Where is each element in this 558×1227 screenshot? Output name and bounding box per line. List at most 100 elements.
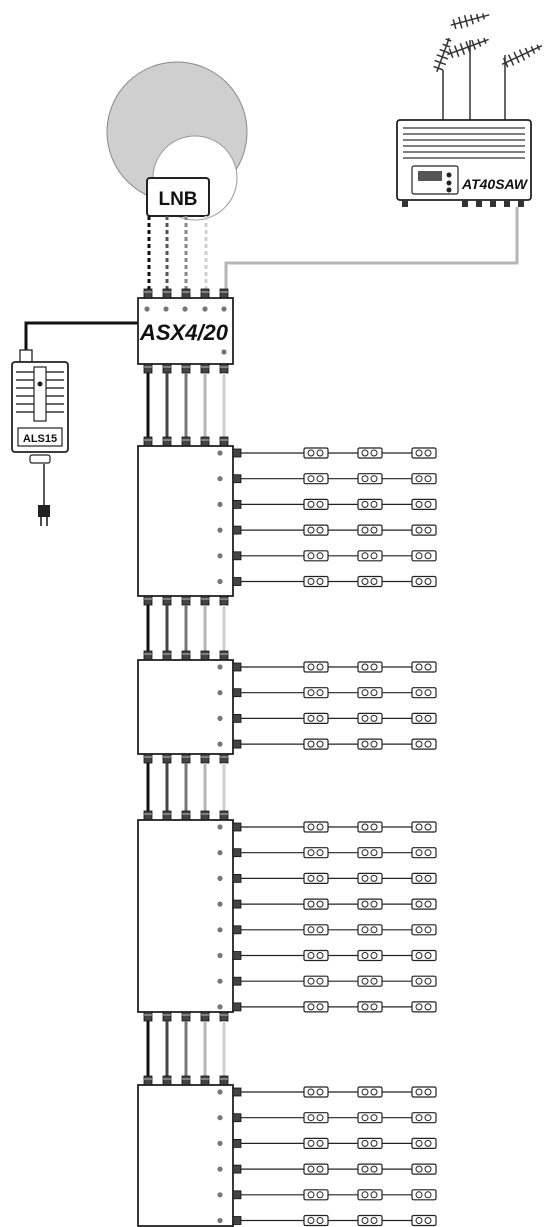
status-dot	[217, 501, 223, 507]
outlet-port	[415, 1088, 423, 1096]
at40saw-label: AT40SAW	[461, 176, 529, 192]
outlet-port	[424, 926, 432, 934]
als15-label: ALS15	[23, 433, 57, 445]
outlet-port	[361, 900, 369, 908]
status-dot	[217, 1192, 223, 1198]
outlet-port	[415, 500, 423, 508]
outlet-port	[361, 1217, 369, 1224]
outlet-port	[316, 977, 324, 985]
power-cable	[24, 321, 138, 355]
outlet-port	[415, 1165, 423, 1173]
outlet-port	[361, 849, 369, 857]
outlet-port	[307, 1139, 315, 1147]
unit-input-connector	[219, 436, 229, 447]
outlet-port	[307, 900, 315, 908]
status-dot	[217, 690, 223, 696]
output-connector	[232, 577, 242, 586]
outlet-port	[424, 689, 432, 697]
outlet-port	[307, 1114, 315, 1122]
multiswitch-unit	[137, 819, 234, 1013]
unit-output-connector	[162, 595, 172, 606]
outlet-port	[361, 475, 369, 483]
output-connector	[232, 925, 242, 935]
asx-output-connector	[181, 363, 191, 374]
status-dot	[217, 527, 223, 533]
unit-input-connector	[200, 436, 210, 447]
status-dot	[217, 450, 223, 456]
status-dot	[217, 927, 223, 933]
outlet-port	[307, 663, 315, 671]
outlet-port	[307, 449, 315, 457]
outlet-port	[370, 952, 378, 959]
outlet-port	[307, 689, 315, 697]
output-connector	[232, 525, 242, 535]
output-connector	[232, 1164, 242, 1174]
outlet-port	[415, 663, 423, 671]
outlet-port	[370, 526, 378, 534]
outlet-port	[361, 740, 369, 748]
outlet-port	[415, 874, 423, 882]
outlet-port	[316, 874, 324, 882]
outlet-port	[307, 1191, 315, 1199]
outlet-port	[316, 663, 324, 671]
outlet-port	[424, 1114, 432, 1122]
outlet-port	[316, 1217, 324, 1224]
outlet-port	[424, 552, 432, 560]
status-dot	[217, 901, 223, 907]
asx-input-connector	[219, 288, 229, 299]
outlet-port	[424, 1191, 432, 1199]
output-connector	[232, 474, 242, 484]
outlet-port	[307, 475, 315, 483]
outlet-port	[361, 552, 369, 560]
outlet-port	[316, 1165, 324, 1173]
status-dot	[217, 1115, 223, 1121]
outlet-port	[415, 689, 423, 697]
unit-output-connector	[162, 1011, 172, 1022]
outlet-port	[361, 449, 369, 457]
outlet-port	[370, 977, 378, 985]
unit-output-connector	[143, 595, 153, 606]
outlet-port	[316, 900, 324, 908]
outlet-port	[415, 578, 423, 585]
outlet-port	[316, 1088, 324, 1096]
outlet-port	[361, 663, 369, 671]
asx4-20-switch: ASX4/20	[137, 297, 234, 365]
unit-input-connector	[181, 1075, 191, 1086]
outlet-port	[361, 952, 369, 959]
outlet-port	[307, 714, 315, 722]
status-dot	[217, 824, 223, 830]
unit-input-connector	[181, 436, 191, 447]
unit-input-connector	[181, 810, 191, 821]
outlet-port	[424, 663, 432, 671]
outlet-port	[361, 1139, 369, 1147]
outlet-port	[415, 900, 423, 908]
asx4-20-label: ASX4/20	[139, 320, 229, 345]
outlet-port	[316, 1139, 324, 1147]
status-dot	[217, 1166, 223, 1172]
outlet-port	[370, 1003, 378, 1011]
outlet-port	[415, 552, 423, 560]
outlet-port	[424, 1217, 432, 1224]
outlet-port	[316, 578, 324, 585]
outlet-port	[415, 526, 423, 534]
outlet-port	[415, 1003, 423, 1011]
unit-input-connector	[200, 1075, 210, 1086]
power-plug-icon	[38, 464, 50, 526]
outlet-port	[370, 689, 378, 697]
cascade-group	[137, 288, 437, 1227]
outlet-port	[316, 714, 324, 722]
outlet-port	[415, 740, 423, 748]
outlet-port	[370, 849, 378, 857]
asx-output-connector	[219, 363, 229, 374]
outlet-port	[316, 552, 324, 560]
outlet-port	[307, 874, 315, 882]
status-dot	[217, 1089, 223, 1095]
outlet-port	[361, 1165, 369, 1173]
outlet-port	[361, 1003, 369, 1011]
outlet-port	[361, 1191, 369, 1199]
asx-output-connector	[162, 363, 172, 374]
outlet-port	[424, 1003, 432, 1011]
outlet-port	[424, 900, 432, 908]
status-dot	[217, 741, 223, 747]
